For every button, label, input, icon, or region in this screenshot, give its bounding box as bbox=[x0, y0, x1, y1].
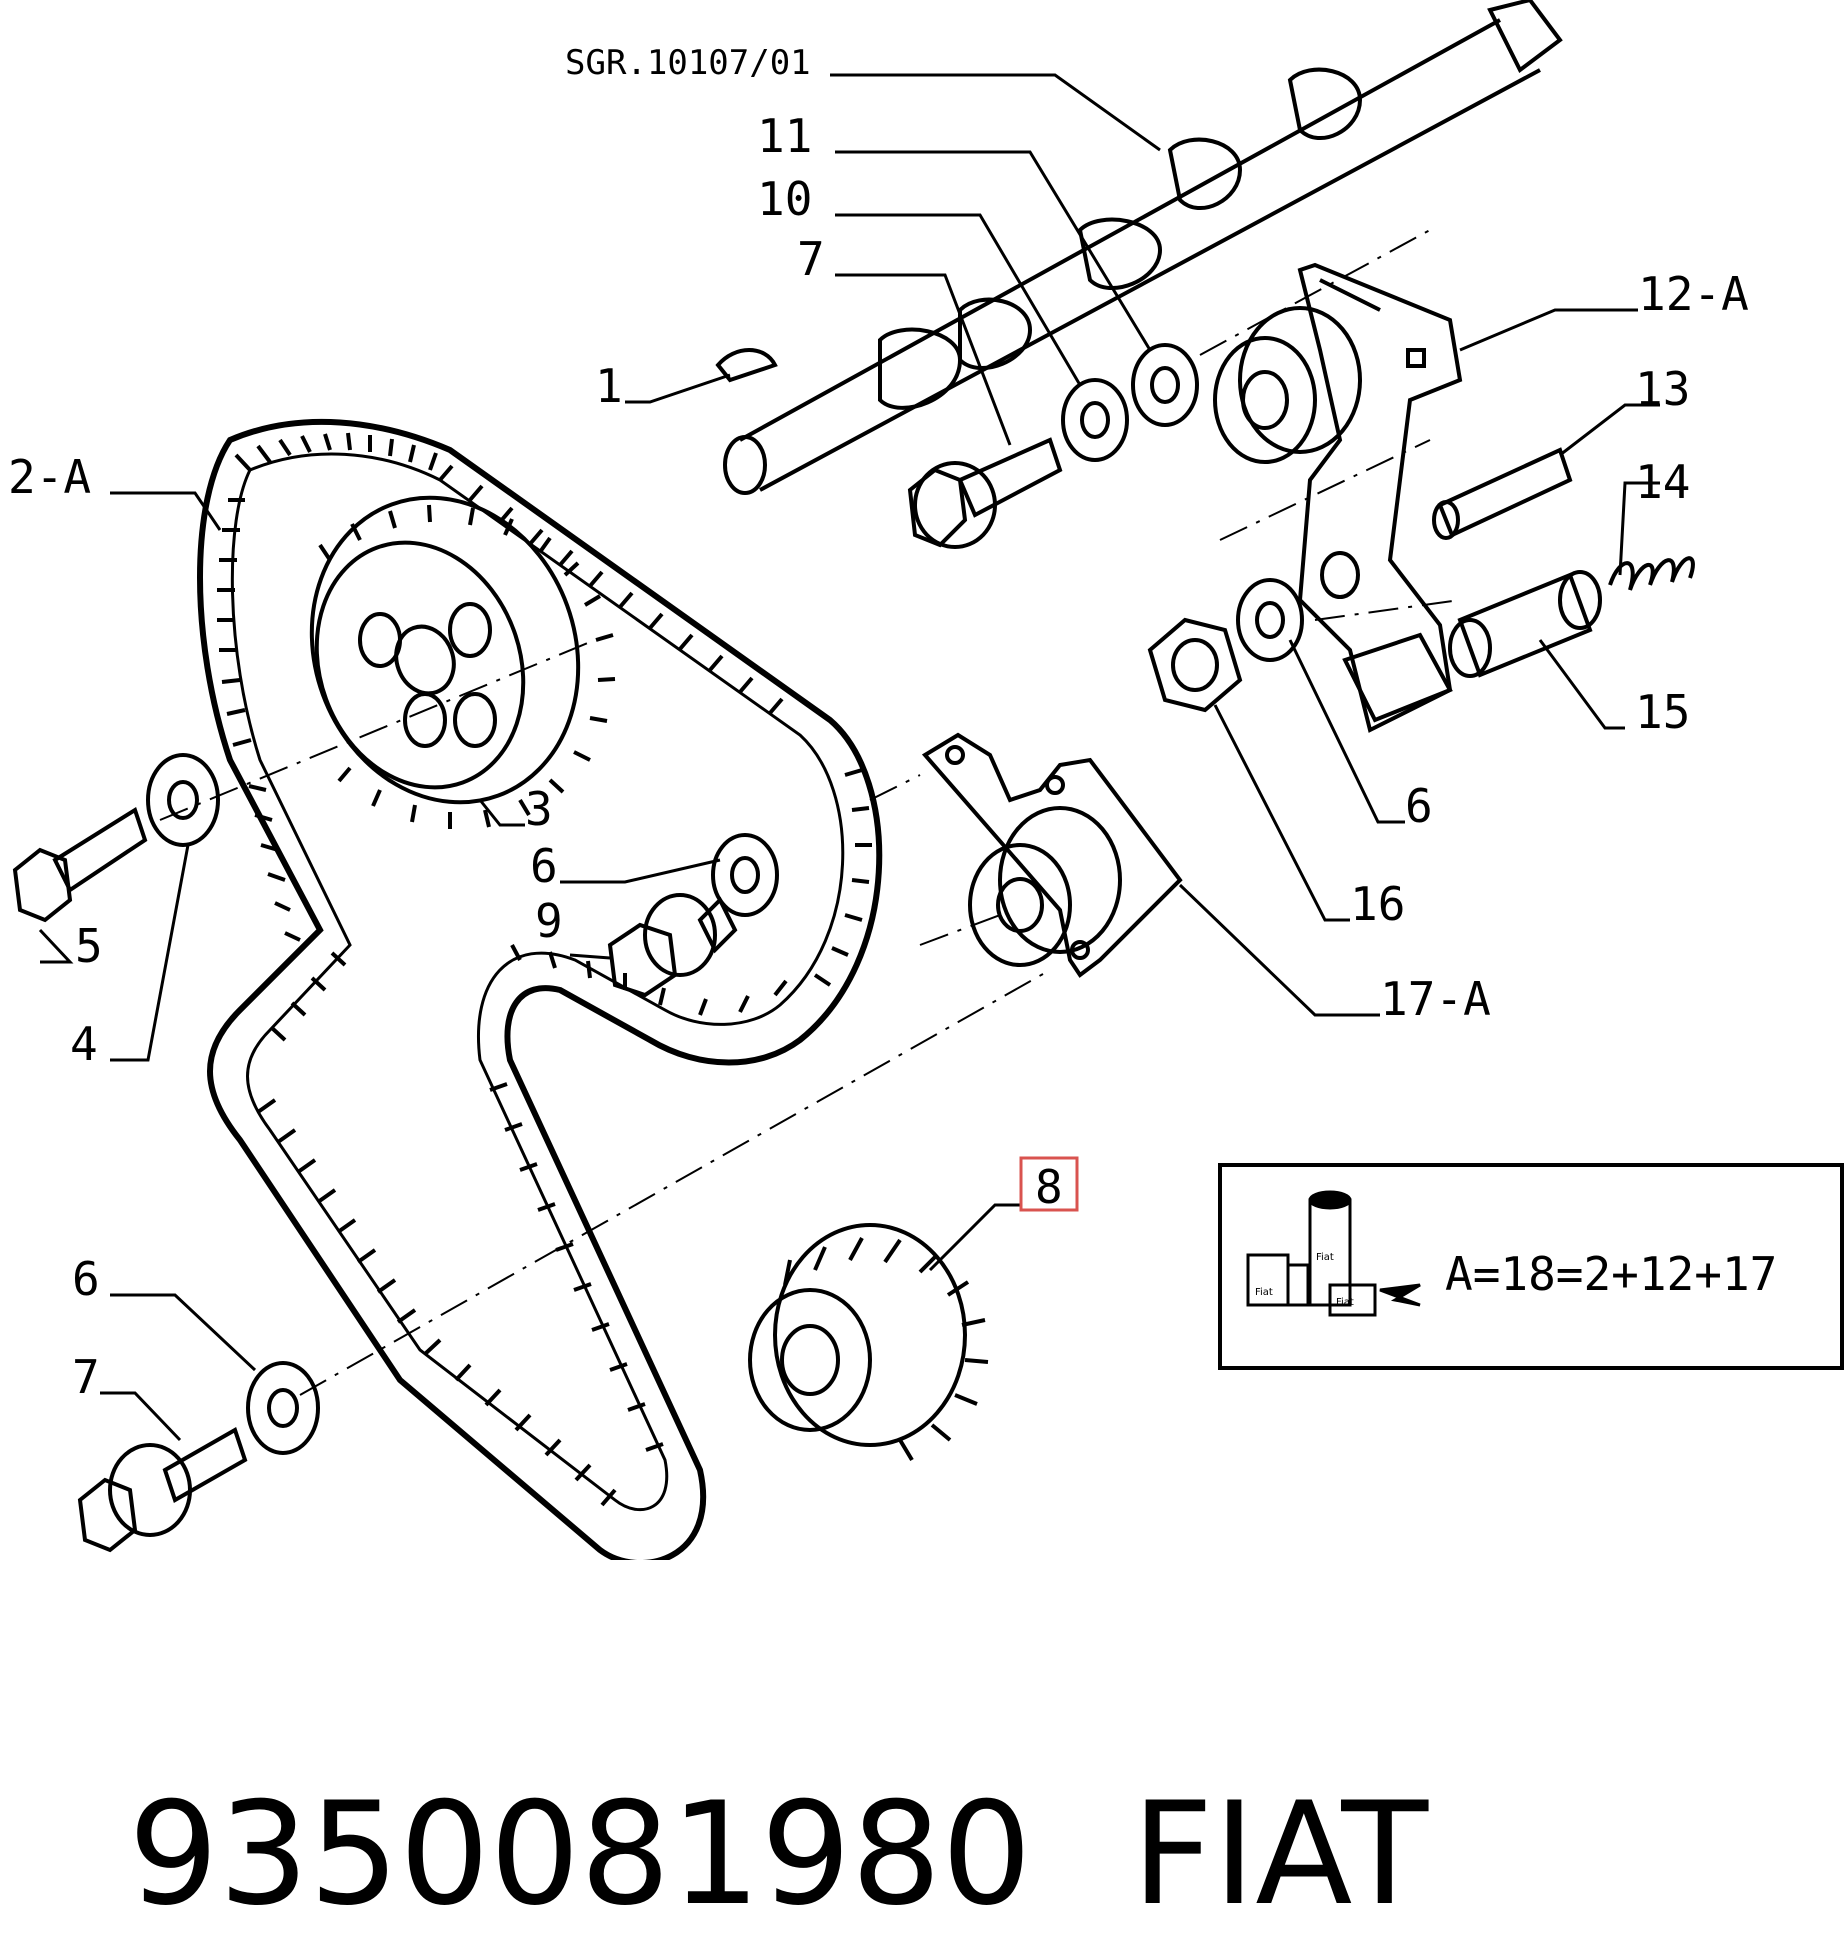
kit-legend: Fiat Fiat Fiat A=18=2+12+17 bbox=[1218, 1163, 1844, 1370]
callout-6-lower: 6 bbox=[72, 1252, 100, 1306]
timing-belt-diagram: SGR.10107/01 11 10 7 1 2-A 12-A 13 14 15… bbox=[8, 0, 1844, 1560]
callout-3: 3 bbox=[525, 782, 553, 836]
callout-6-mid: 6 bbox=[530, 839, 558, 893]
fasteners bbox=[12, 343, 1695, 1553]
callout-8-highlight bbox=[1019, 1156, 1079, 1212]
reference-label: SGR.10107/01 bbox=[565, 43, 811, 83]
timing-belt bbox=[197, 418, 883, 1560]
tensioner-12a bbox=[1213, 262, 1463, 733]
svg-text:Fiat: Fiat bbox=[1336, 1297, 1354, 1308]
callout-10: 10 bbox=[757, 172, 812, 226]
leader-lines bbox=[38, 73, 1660, 1442]
callout-17a: 17-A bbox=[1380, 972, 1491, 1026]
callout-1: 1 bbox=[595, 359, 623, 413]
callout-9: 9 bbox=[535, 894, 563, 948]
callout-13: 13 bbox=[1635, 362, 1690, 416]
svg-text:Fiat: Fiat bbox=[1255, 1287, 1273, 1298]
axis-lines bbox=[159, 229, 1461, 1396]
callout-6-right: 6 bbox=[1405, 779, 1433, 833]
callout-16: 16 bbox=[1350, 877, 1405, 931]
callout-5: 5 bbox=[75, 919, 103, 973]
callout-11: 11 bbox=[757, 109, 812, 163]
woodruff-key bbox=[715, 348, 778, 383]
callout-7-lower: 7 bbox=[72, 1350, 100, 1404]
callout-2a: 2-A bbox=[8, 450, 91, 504]
callout-14: 14 bbox=[1635, 455, 1690, 509]
callout-4: 4 bbox=[70, 1017, 98, 1071]
callout-8: 8 bbox=[1035, 1160, 1063, 1214]
camshaft bbox=[723, 0, 1563, 495]
kit-formula: A=18=2+12+17 bbox=[1445, 1247, 1777, 1301]
callout-15: 15 bbox=[1635, 685, 1690, 739]
callout-12a: 12-A bbox=[1638, 267, 1749, 321]
tensioner-17a bbox=[921, 732, 1183, 978]
callout-7-top: 7 bbox=[797, 232, 825, 286]
crankshaft-gear bbox=[748, 1223, 989, 1462]
kit-icon: Fiat Fiat Fiat bbox=[1246, 1190, 1421, 1317]
camshaft-pulley bbox=[309, 495, 616, 829]
brand-name: FIAT bbox=[1131, 1772, 1429, 1937]
svg-text:Fiat: Fiat bbox=[1316, 1252, 1334, 1263]
part-number: 9350081980 bbox=[128, 1772, 1032, 1937]
